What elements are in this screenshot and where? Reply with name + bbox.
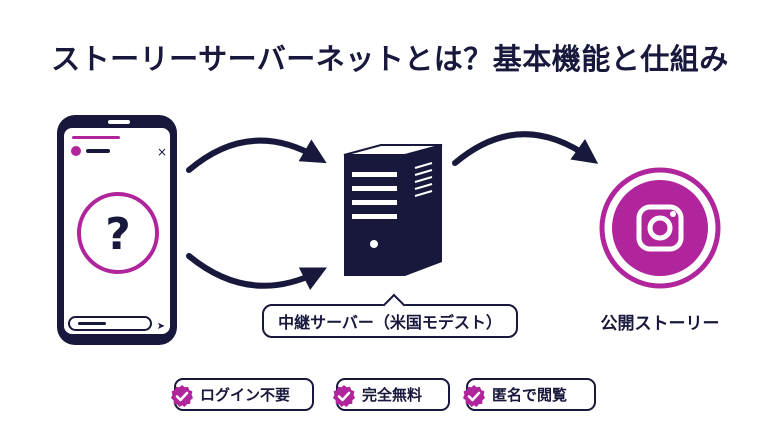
feature-badge-label: ログイン不要 <box>200 386 291 404</box>
feature-badge-anonymous: 匿名で閲覧 <box>463 378 596 411</box>
arrow-server-to-instagram <box>452 131 599 166</box>
question-mark-icon: ? <box>105 209 131 260</box>
reply-input[interactable] <box>68 316 152 331</box>
check-badge-icon <box>463 385 485 407</box>
check-badge-icon <box>333 385 355 407</box>
story-avatar <box>71 146 81 156</box>
feature-badge-label: 匿名で閲覧 <box>492 386 568 404</box>
arrow-phone-to-server-bottom <box>186 253 328 291</box>
instagram-icon <box>599 167 721 289</box>
feature-badge-free: 完全無料 <box>333 378 450 411</box>
check-badge-icon <box>171 385 193 407</box>
relay-server-label-text: 中継サーバー（米国モデスト） <box>278 313 502 332</box>
arrow-phone-to-server-top <box>186 137 327 173</box>
relay-server-label: 中継サーバー（米国モデスト） <box>262 304 518 338</box>
send-icon[interactable]: ➤ <box>157 321 165 332</box>
smartphone: × ? ➤ <box>57 115 177 345</box>
server-tower-icon <box>343 144 443 276</box>
story-username <box>86 149 110 153</box>
public-story-label: 公開ストーリー <box>600 314 720 334</box>
feature-badge-label: 完全無料 <box>362 386 423 404</box>
story-progress-bar <box>72 136 120 139</box>
page-title: ストーリーサーバーネットとは？基本機能と仕組み <box>51 42 729 76</box>
unknown-user-circle <box>77 192 159 274</box>
feature-badge-no-login: ログイン不要 <box>171 378 314 411</box>
close-icon[interactable]: × <box>157 145 167 159</box>
